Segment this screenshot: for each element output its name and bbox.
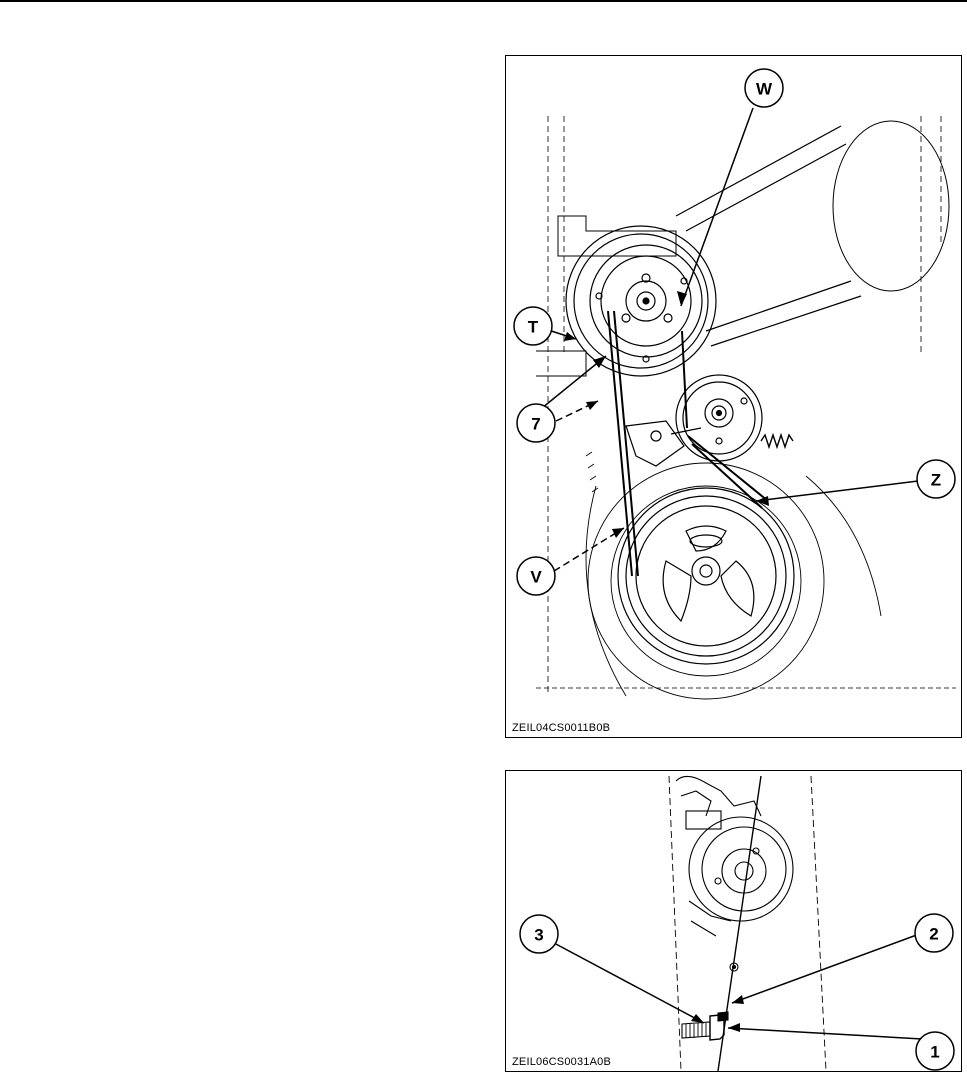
callout-7-label: 7 xyxy=(531,415,540,434)
callout-w-label: W xyxy=(756,80,773,99)
callout-v-label: V xyxy=(530,568,542,587)
callout-t-label: T xyxy=(528,318,539,337)
callout-2-label: 2 xyxy=(929,925,938,944)
callout-z-label: Z xyxy=(931,471,941,490)
tensioner-adjustment-illustration: 3 2 1 xyxy=(506,771,963,1073)
figure-1-id: ZEIL04CS0011B0B xyxy=(512,722,610,734)
belt-drive-illustration: W T 7 Z V xyxy=(506,56,963,739)
belt-drive-figure: W T 7 Z V ZEIL04CS0011B0B xyxy=(505,55,962,738)
page-top-rule xyxy=(0,0,967,2)
callout-3-label: 3 xyxy=(534,926,543,945)
tensioner-adjustment-figure: 3 2 1 ZEIL06CS0031A0B xyxy=(505,770,962,1072)
figure-2-id: ZEIL06CS0031A0B xyxy=(512,1056,611,1068)
callout-1-label: 1 xyxy=(930,1043,939,1062)
